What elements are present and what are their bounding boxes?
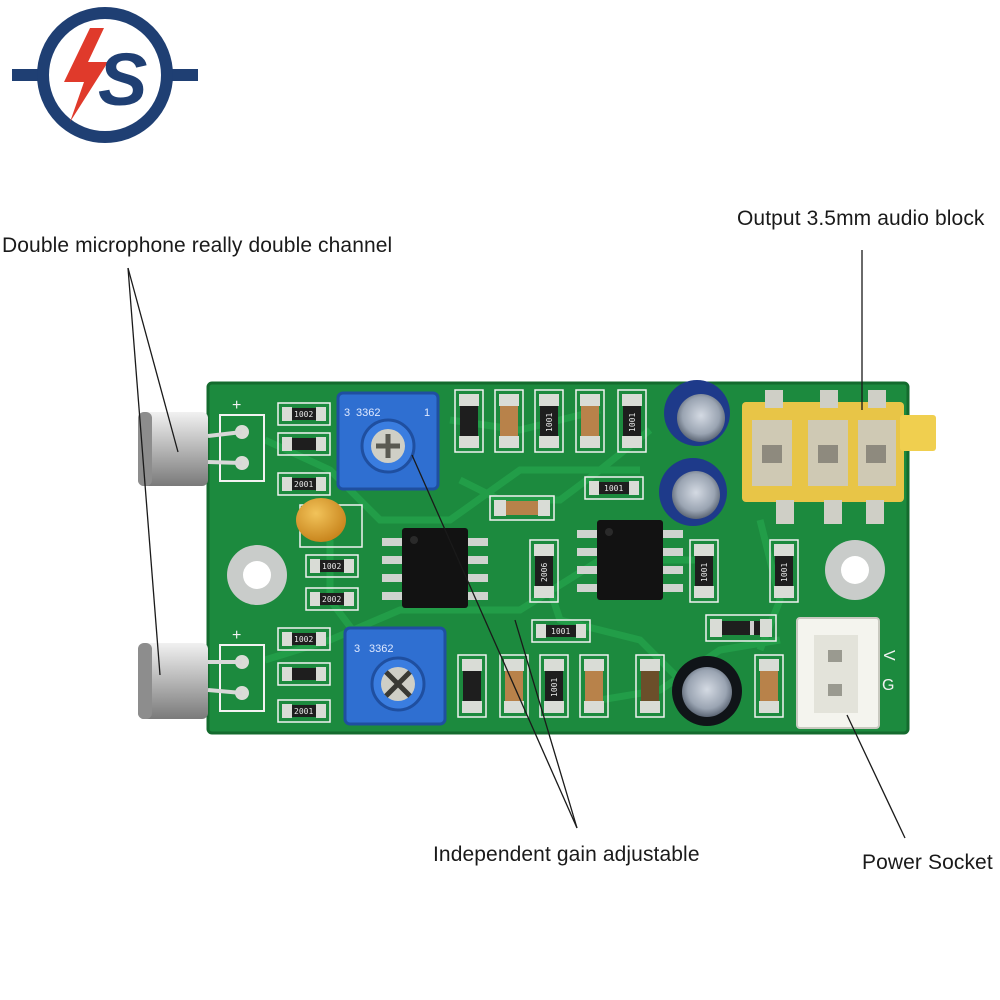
power-socket	[796, 617, 880, 729]
smd-code: 1001	[604, 484, 623, 493]
label-power-socket: Power Socket	[862, 851, 993, 874]
label-gain-adjustable: Independent gain adjustable	[433, 843, 700, 866]
lightning-bolt-icon	[64, 28, 108, 122]
electrolytic-capacitor-middle	[659, 458, 727, 526]
ceramic-capacitor	[296, 498, 363, 548]
leader-gain-bottom	[514, 619, 578, 829]
label-output-jack: Output 3.5mm audio block	[737, 207, 985, 230]
smd-resistor	[457, 654, 487, 718]
smd-resistor	[277, 662, 331, 686]
microphone-top	[138, 412, 243, 486]
brand-logo: S	[12, 7, 198, 143]
label-double-microphone: Double microphone really double channel	[2, 234, 393, 257]
pot-top-pin-1: 1	[424, 407, 430, 419]
smd-code: 2001	[294, 480, 313, 489]
smd-resistor: 1001	[617, 389, 647, 453]
smd-code: 1001	[780, 563, 789, 582]
microphone-bottom	[138, 643, 243, 719]
smd-resistor: 1001	[534, 389, 564, 453]
smd-code: 1001	[551, 627, 570, 636]
smd-resistor: 2001	[277, 472, 331, 496]
pot-top-code: 3362	[356, 407, 380, 419]
silk-v: V	[880, 650, 897, 661]
leader-mic-top	[127, 267, 179, 453]
smd-resistors-vertical: 1001 1001 2006	[454, 389, 799, 718]
smd-resistor	[575, 389, 605, 453]
electrolytic-capacitor-top	[664, 380, 730, 446]
smd-code: 1001	[545, 413, 554, 432]
smd-resistor: 1002	[305, 554, 359, 578]
audio-jack-3-5mm	[742, 390, 936, 524]
silk-g: G	[882, 677, 894, 694]
leader-gain-top	[411, 454, 578, 829]
smd-resistor: 2006	[529, 539, 559, 603]
smd-resistor	[635, 654, 665, 718]
mounting-hole-left	[227, 545, 287, 605]
smd-resistor: 1001	[769, 539, 799, 603]
smd-code: 1002	[322, 562, 341, 571]
opamp-ic-left	[382, 528, 488, 608]
smd-resistor	[754, 654, 784, 718]
smd-code: 2002	[322, 595, 341, 604]
smd-resistor: 1001	[584, 476, 644, 500]
gain-potentiometer-top: 3362 3 1	[336, 391, 440, 491]
smd-resistor: 1002	[277, 402, 331, 426]
gain-potentiometer-bottom: 3362 3	[343, 626, 447, 726]
smd-code: 2001	[294, 707, 313, 716]
smd-resistor: 2002	[305, 587, 359, 611]
pot-top-pin-3: 3	[344, 407, 350, 419]
electrolytic-capacitor-bottom	[672, 656, 742, 726]
smd-resistor	[579, 654, 609, 718]
smd-code: 1002	[294, 635, 313, 644]
smd-code: 1001	[628, 413, 637, 432]
smd-resistor	[454, 389, 484, 453]
smd-code: 1001	[700, 563, 709, 582]
smd-resistor	[489, 495, 555, 521]
smd-resistor	[705, 614, 777, 642]
leader-lines	[127, 250, 906, 839]
pot-bottom-pin-3: 3	[354, 643, 360, 655]
smd-resistor: 1001	[539, 654, 569, 718]
pcb-board: + + V G 1002	[206, 380, 936, 735]
smd-resistors: 1002 2001 1002	[277, 402, 777, 723]
smd-resistor: 1001	[531, 619, 591, 643]
silk-plus-bottom: +	[232, 627, 241, 644]
smd-resistor: 2001	[277, 699, 331, 723]
opamp-ic-right	[577, 520, 683, 600]
smd-resistor: 1001	[689, 539, 719, 603]
smd-code: 1002	[294, 410, 313, 419]
logo-letter: S	[98, 38, 147, 121]
logo-ring	[37, 7, 173, 143]
smd-code: 2006	[540, 563, 549, 582]
smd-resistor	[277, 432, 331, 456]
leader-mic-bottom	[127, 267, 161, 676]
silk-plus-top: +	[232, 397, 241, 414]
smd-code: 1001	[550, 678, 559, 697]
pot-bottom-code: 3362	[369, 643, 393, 655]
mounting-hole-right	[825, 540, 885, 600]
smd-resistor: 1002	[277, 627, 331, 651]
leader-power	[846, 714, 906, 839]
smd-resistor	[494, 389, 524, 453]
